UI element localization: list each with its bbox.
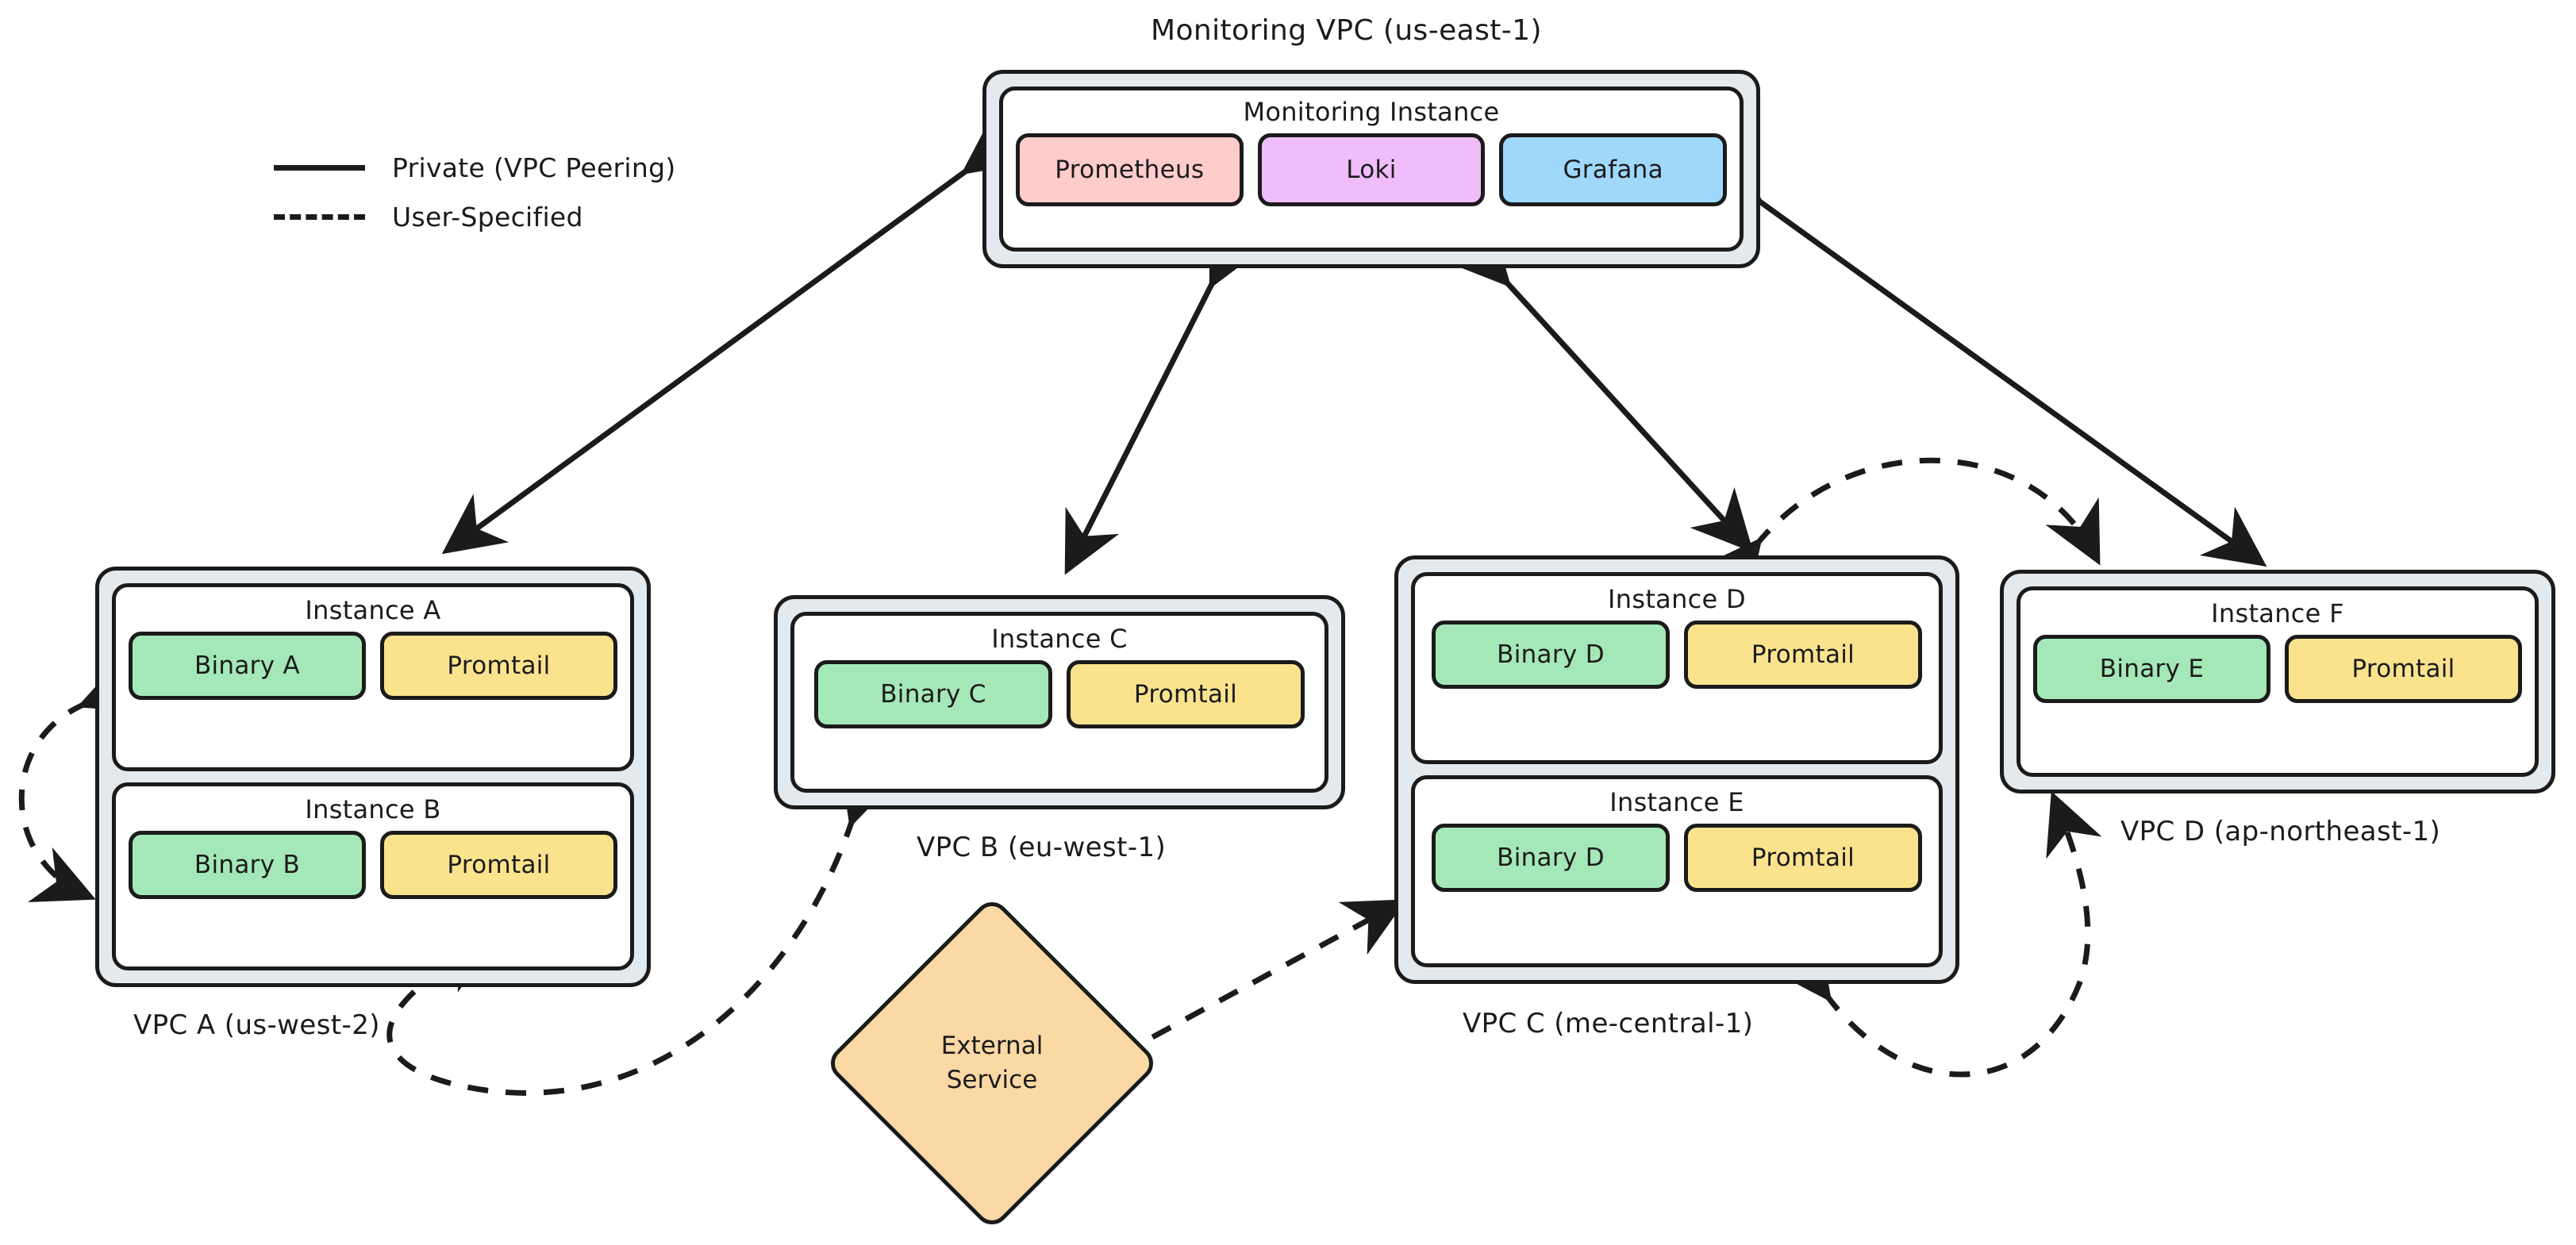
process-promtail-a[interactable]: Promtail [380,632,617,700]
vpc-a-caption: VPC A (us-west-2) [133,1009,380,1041]
process-promtail-b[interactable]: Promtail [380,831,617,899]
monitoring-vpc-caption: Monitoring VPC (us-east-1) [1151,14,1542,47]
vpc-a-container[interactable]: Instance A Binary A Promtail Instance B … [95,567,651,987]
legend-item-private: Private (VPC Peering) [274,143,676,192]
edge-external-service-to-instance-e [1117,899,1407,1059]
monitoring-instance-title: Monitoring Instance [1243,97,1500,127]
monitoring-instance[interactable]: Monitoring Instance Prometheus Loki Graf… [999,86,1744,252]
solid-line-icon [274,164,365,171]
instance-a-processes: Binary A Promtail [129,632,617,700]
legend-item-user-specified: User-Specified [274,192,676,241]
process-promtail-e[interactable]: Promtail [1684,824,1922,892]
process-binary-c[interactable]: Binary C [814,660,1052,728]
instance-a-title: Instance A [305,595,441,625]
edge-monitoring-to-vpc-d [1697,144,2267,567]
instance-f[interactable]: Instance F Binary E Promtail [2017,586,2539,777]
instance-f-title: Instance F [2211,598,2344,628]
component-loki[interactable]: Loki [1257,133,1486,206]
vpc-b-container[interactable]: Instance C Binary C Promtail [774,595,1345,809]
external-service-line2: Service [946,1066,1038,1094]
instance-e-title: Instance E [1609,787,1744,817]
instance-c-title: Instance C [991,624,1128,654]
process-promtail-f[interactable]: Promtail [2285,635,2522,703]
vpc-c-caption: VPC C (me-central-1) [1463,1008,1754,1039]
process-promtail-d[interactable]: Promtail [1684,621,1922,689]
instance-a[interactable]: Instance A Binary A Promtail [112,583,634,771]
legend-label-user-specified: User-Specified [392,201,583,232]
process-binary-b[interactable]: Binary B [129,831,366,899]
instance-c-processes: Binary C Promtail [807,660,1312,728]
vpc-d-caption: VPC D (ap-northeast-1) [2120,816,2441,847]
process-binary-d[interactable]: Binary D [1432,621,1670,689]
vpc-c-container[interactable]: Instance D Binary D Promtail Instance E … [1394,555,1959,984]
process-binary-e[interactable]: Binary D [1432,824,1670,892]
legend-label-private: Private (VPC Peering) [392,152,676,183]
process-promtail-c[interactable]: Promtail [1067,660,1305,728]
dashed-line-icon [274,213,365,220]
instance-d[interactable]: Instance D Binary D Promtail [1411,572,1943,764]
edge-monitoring-to-vpc-b [1064,221,1264,575]
instance-c[interactable]: Instance C Binary C Promtail [790,612,1328,793]
process-binary-a[interactable]: Binary A [129,632,366,700]
instance-d-processes: Binary D Promtail [1428,621,1926,689]
edge-monitoring-to-vpc-c [1448,221,1754,553]
instance-d-title: Instance D [1608,584,1746,614]
instance-f-processes: Binary E Promtail [2033,635,2522,703]
instance-e-processes: Binary D Promtail [1428,824,1926,892]
monitoring-components: Prometheus Loki Grafana [1016,133,1728,206]
vpc-b-caption: VPC B (eu-west-1) [917,832,1167,863]
component-grafana[interactable]: Grafana [1499,133,1728,206]
process-binary-f[interactable]: Binary E [2033,635,2270,703]
instance-b-processes: Binary B Promtail [129,831,617,899]
instance-b-title: Instance B [305,794,441,824]
component-prometheus[interactable]: Prometheus [1016,133,1244,206]
edge-instance-d-to-vpc-d [1701,457,2101,604]
vpc-d-container[interactable]: Instance F Binary E Promtail [2000,570,2555,793]
instance-b[interactable]: Instance B Binary B Promtail [112,782,634,970]
external-service-line1: External [940,1032,1044,1061]
legend: Private (VPC Peering) User-Specified [274,143,676,241]
edge-instance-a-to-instance-b [18,656,145,902]
monitoring-vpc-container[interactable]: Monitoring Instance Prometheus Loki Graf… [982,70,1760,268]
external-service-label: External Service [873,944,1111,1182]
instance-e[interactable]: Instance E Binary D Promtail [1411,775,1943,967]
external-service-node[interactable]: External Service [823,894,1161,1232]
